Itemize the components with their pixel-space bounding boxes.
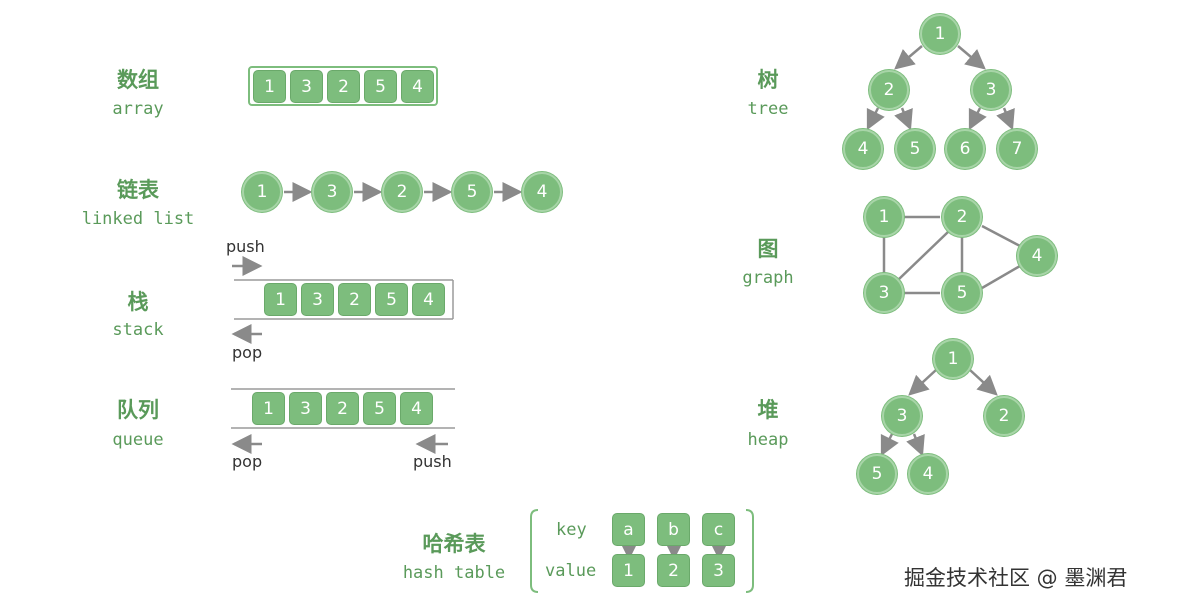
graph-node: 2 bbox=[942, 197, 982, 237]
tree-node: 1 bbox=[920, 14, 960, 54]
graph-title-zh: 图 bbox=[757, 237, 779, 261]
queue-cell: 5 bbox=[363, 392, 396, 425]
queue-cell: 3 bbox=[289, 392, 322, 425]
tree-node: 6 bbox=[945, 129, 985, 169]
stack-cell: 5 bbox=[375, 283, 408, 316]
hash-table-title-zh: 哈希表 bbox=[422, 532, 486, 556]
tree-node: 3 bbox=[971, 70, 1011, 110]
heap-title-en: heap bbox=[747, 430, 789, 450]
linked-list-title-zh: 链表 bbox=[117, 178, 159, 202]
array-cell: 1 bbox=[253, 70, 286, 103]
queue-title-zh: 队列 bbox=[117, 398, 159, 422]
linked-list-node: 1 bbox=[242, 172, 282, 212]
array-title-en: array bbox=[112, 99, 164, 119]
hash-table-brackets bbox=[530, 509, 754, 593]
stack-cell: 2 bbox=[338, 283, 371, 316]
watermark-text: 掘金技术社区 @ 墨渊君 bbox=[904, 566, 1128, 590]
queue-cell: 4 bbox=[400, 392, 433, 425]
tree-node: 5 bbox=[895, 129, 935, 169]
tree-node: 7 bbox=[997, 129, 1037, 169]
tree-node: 2 bbox=[869, 70, 909, 110]
graph-node: 3 bbox=[864, 273, 904, 313]
stack-title-en: stack bbox=[112, 320, 164, 340]
tree-title-en: tree bbox=[747, 99, 789, 119]
stack-cell: 1 bbox=[264, 283, 297, 316]
graph-title-en: graph bbox=[742, 268, 794, 288]
array-cell: 3 bbox=[290, 70, 323, 103]
heap-title-zh: 堆 bbox=[757, 398, 779, 422]
queue-cell: 2 bbox=[326, 392, 359, 425]
hash-value-cell: 2 bbox=[657, 554, 690, 587]
heap-node: 3 bbox=[882, 396, 922, 436]
stack-pop-label: pop bbox=[232, 343, 263, 362]
hash-key-label: key bbox=[556, 520, 587, 540]
graph-node: 1 bbox=[864, 197, 904, 237]
stack-cell: 3 bbox=[301, 283, 334, 316]
hash-key-cell: c bbox=[702, 513, 735, 546]
hash-value-cell: 1 bbox=[612, 554, 645, 587]
graph-node: 5 bbox=[942, 273, 982, 313]
linked-list-node: 5 bbox=[452, 172, 492, 212]
tree-node: 4 bbox=[843, 129, 883, 169]
queue-push-label: push bbox=[413, 452, 452, 471]
hash-value-label: value bbox=[545, 561, 597, 581]
heap-node: 5 bbox=[857, 454, 897, 494]
hash-table-title-en: hash table bbox=[402, 563, 506, 583]
hash-key-cell: a bbox=[612, 513, 645, 546]
array-cell: 2 bbox=[327, 70, 360, 103]
queue-pop-label: pop bbox=[232, 452, 263, 471]
heap-node: 4 bbox=[908, 454, 948, 494]
heap-node: 1 bbox=[933, 339, 973, 379]
queue-title-en: queue bbox=[112, 430, 164, 450]
heap-node: 2 bbox=[984, 396, 1024, 436]
stack-push-label: push bbox=[226, 237, 265, 256]
array-cell: 5 bbox=[364, 70, 397, 103]
array-cell: 4 bbox=[401, 70, 434, 103]
array-container bbox=[248, 66, 438, 106]
hash-key-cell: b bbox=[657, 513, 690, 546]
hash-value-cell: 3 bbox=[702, 554, 735, 587]
tree-title-zh: 树 bbox=[757, 68, 779, 92]
linked-list-node: 4 bbox=[522, 172, 562, 212]
graph-node: 4 bbox=[1017, 236, 1057, 276]
queue-cell: 1 bbox=[252, 392, 285, 425]
linked-list-node: 3 bbox=[312, 172, 352, 212]
array-title-zh: 数组 bbox=[117, 68, 159, 92]
stack-cell: 4 bbox=[412, 283, 445, 316]
linked-list-title-en: linked list bbox=[81, 209, 195, 229]
linked-list-node: 2 bbox=[382, 172, 422, 212]
stack-title-zh: 栈 bbox=[127, 290, 149, 314]
